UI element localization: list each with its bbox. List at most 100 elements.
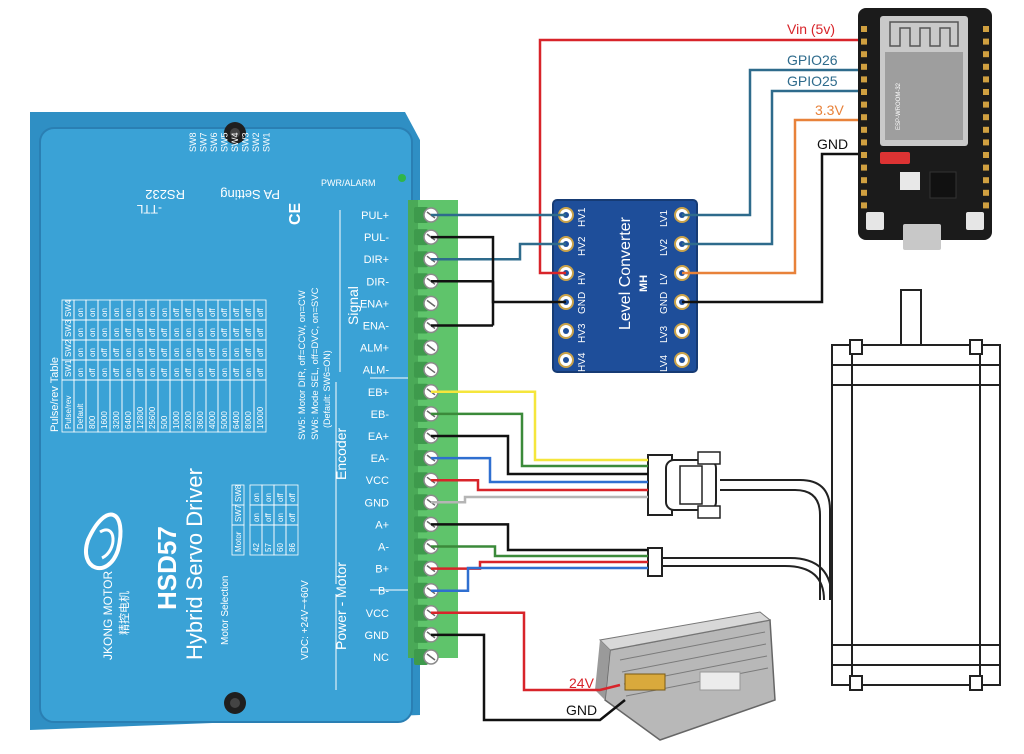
table-cell: on <box>148 308 157 317</box>
table-cell: 60 <box>276 543 285 552</box>
boot-button[interactable] <box>966 212 984 230</box>
lc-pin-label: HV <box>577 271 588 285</box>
sw5-note: SW5: Motor DIR, off=CCW, on=CW <box>297 290 308 440</box>
table-cell: 800 <box>88 415 97 429</box>
table-cell: on <box>160 308 169 317</box>
table-cell: 3600 <box>196 411 205 429</box>
table-cell: 500 <box>160 415 169 429</box>
table-cell: on <box>112 328 121 337</box>
encoder-group-label: Encoder <box>333 428 349 480</box>
lc-pin-label: LV3 <box>659 326 670 343</box>
wire <box>431 560 648 570</box>
table-header: SW3 <box>64 319 73 337</box>
encoder-connector-icon <box>647 451 721 519</box>
wire <box>682 89 858 246</box>
brand-name: JKONG MOTOR <box>101 571 115 660</box>
wire <box>682 68 858 217</box>
terminal-label: ENA+ <box>360 298 389 310</box>
switch-label: SW5 <box>220 132 230 152</box>
pa-setting-label: PA Setting <box>220 187 280 202</box>
wire <box>538 38 858 275</box>
table-cell: off <box>100 347 109 357</box>
table-header: SW7 <box>234 504 243 522</box>
lc-pin-label: HV4 <box>577 352 588 372</box>
wire <box>431 242 566 261</box>
usb-port-icon <box>903 224 941 250</box>
table-cell: off <box>148 347 157 357</box>
table-cell: on <box>184 328 193 337</box>
table-cell: off <box>232 307 241 317</box>
table-header: SW2 <box>64 339 73 357</box>
terminal-label: ALM- <box>363 365 390 377</box>
table-cell: on <box>252 493 261 502</box>
terminal-label: A+ <box>375 519 389 531</box>
table-cell: on <box>76 308 85 317</box>
table-cell: on <box>88 308 97 317</box>
product-name: Hybrid Servo Driver <box>182 468 207 660</box>
switch-label: SW4 <box>230 132 240 152</box>
table-cell: 25600 <box>148 406 157 429</box>
jkong-logo-icon <box>84 512 123 571</box>
switch-label: SW3 <box>241 132 251 152</box>
wire <box>682 152 858 304</box>
terminal-label: VCC <box>366 475 389 487</box>
switch-label: SW7 <box>199 132 209 152</box>
table-cell: on <box>172 368 181 377</box>
ce-mark-icon: CE <box>287 202 304 225</box>
table-cell: 6400 <box>232 411 241 429</box>
table-cell: off <box>232 367 241 377</box>
table-cell: off <box>196 307 205 317</box>
table-cell: off <box>208 307 217 317</box>
table-cell: 12800 <box>136 406 145 429</box>
table-cell: on <box>220 348 229 357</box>
table-cell: on <box>124 368 133 377</box>
table-cell: off <box>232 327 241 337</box>
table-cell: on <box>252 513 261 522</box>
table-cell: on <box>136 348 145 357</box>
gnd-esp-label: GND <box>817 136 848 152</box>
power-motor-group-label: Power - Motor <box>333 562 349 650</box>
table-cell: off <box>256 327 265 337</box>
table-header: Motor <box>234 531 243 552</box>
table-cell: off <box>196 347 205 357</box>
lc-pin-label: LV2 <box>659 239 670 256</box>
table-cell: Default <box>76 403 85 429</box>
table-cell: off <box>112 347 121 357</box>
table-cell: off <box>208 367 217 377</box>
lc-pin-label: LV <box>659 273 670 285</box>
wire <box>431 412 648 468</box>
table-cell: 57 <box>264 543 273 552</box>
table-cell: off <box>160 327 169 337</box>
pulse-table-title: Pulse/rev Table <box>49 357 61 432</box>
table-cell: 8000 <box>244 411 253 429</box>
terminal-label: EA+ <box>368 431 389 443</box>
pwr-alarm-label: PWR/ALARM <box>321 178 376 188</box>
wire <box>431 523 648 552</box>
table-cell: on <box>124 348 133 357</box>
table-cell: on <box>88 328 97 337</box>
table-cell: 3200 <box>112 411 121 429</box>
table-header: SW1 <box>64 359 73 377</box>
table-cell: off <box>160 367 169 377</box>
terminal-label: PUL+ <box>361 210 389 222</box>
terminal-label: GND <box>365 497 390 509</box>
en-button[interactable] <box>866 212 884 230</box>
table-cell: off <box>184 307 193 317</box>
table-cell: off <box>208 347 217 357</box>
table-cell: 42 <box>252 543 261 552</box>
terminal-label: B+ <box>375 564 389 576</box>
table-cell: off <box>256 367 265 377</box>
table-cell: on <box>264 493 273 502</box>
esp32-board: ESP-WROOM-32 <box>858 8 992 250</box>
gpio26-label: GPIO26 <box>787 52 838 68</box>
table-cell: 5000 <box>220 411 229 429</box>
table-cell: on <box>276 513 285 522</box>
wire <box>431 495 648 504</box>
table-cell: off <box>112 367 121 377</box>
led-icon <box>398 174 406 182</box>
table-cell: 1000 <box>172 411 181 429</box>
terminal-label: DIR- <box>366 276 389 288</box>
motor-table-title: Motor Selection <box>220 576 231 645</box>
